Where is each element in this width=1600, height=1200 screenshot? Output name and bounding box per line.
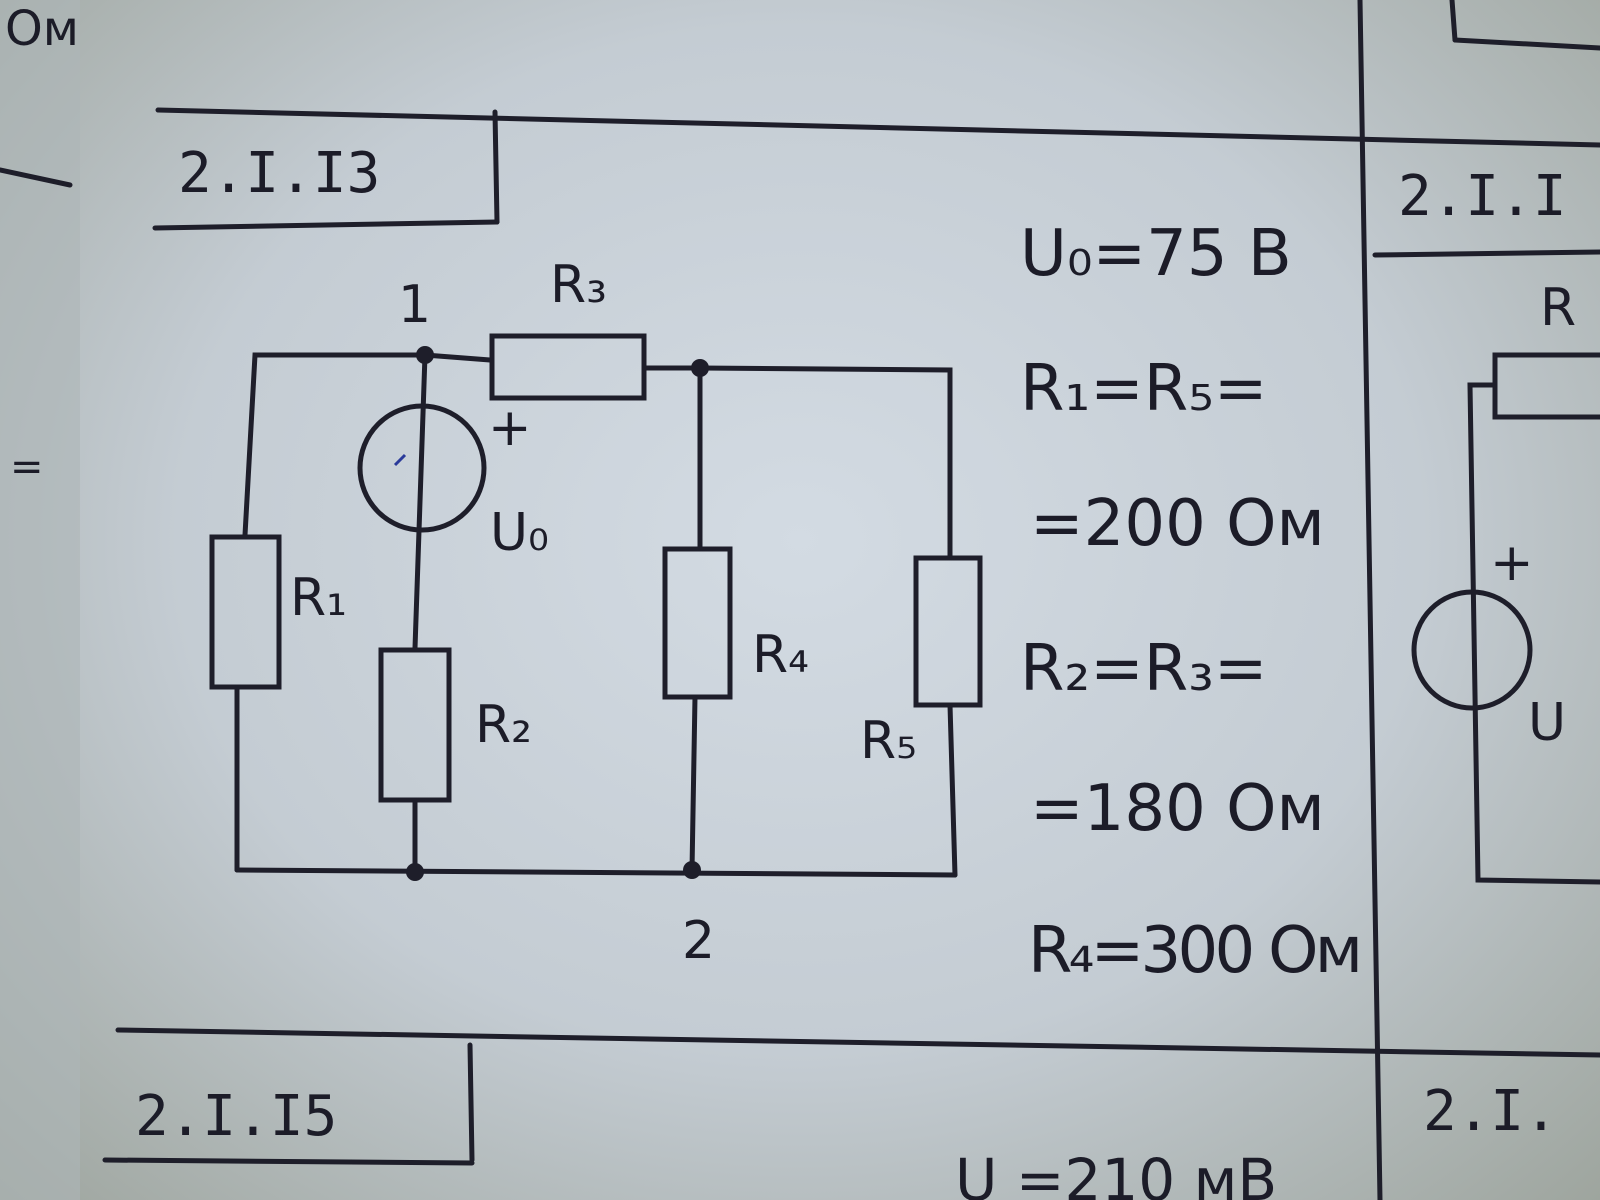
source-plus-label: + (488, 398, 532, 458)
r5-label: R₅ (860, 711, 917, 771)
resistor-r3 (489, 333, 647, 401)
given-line: R₂=R₃= (1020, 632, 1268, 706)
problem-id: 2.I.I3 (178, 141, 380, 206)
resistor-r5 (913, 555, 983, 708)
node-dot (406, 863, 424, 881)
given-line: R₁=R₅= (1020, 352, 1268, 426)
given-line: R₄=300 Ом (1028, 914, 1363, 988)
resistor-r2 (378, 647, 452, 803)
r2-label: R₂ (475, 695, 532, 755)
source-label: U₀ (490, 503, 549, 563)
neighbor-plus-label: + (1490, 533, 1534, 593)
resistor-r4 (662, 546, 733, 700)
node-dot (683, 861, 701, 879)
left-margin-mark: = (10, 444, 44, 490)
node-1-label: 1 (398, 275, 431, 335)
left-margin-line (0, 167, 73, 188)
pen-mark (393, 453, 407, 467)
next-problem-id: 2.I.I5 (135, 1084, 337, 1149)
r3-label: R₃ (550, 255, 607, 315)
given-line: =200 Ом (1030, 487, 1325, 561)
neighbor-u-label: U (1528, 693, 1566, 753)
given-line: U₀=75 В (1020, 217, 1292, 291)
problem-frame (102, 0, 1600, 1200)
neighbor-circuit (1411, 352, 1600, 885)
r4-label: R₄ (752, 625, 809, 685)
bottom-right-problem-id: 2.I. (1423, 1079, 1558, 1144)
neighbor-r-label: R (1540, 278, 1576, 338)
voltage-source-icon (357, 403, 487, 533)
node-2-label: 2 (682, 911, 715, 971)
next-problem-given: U =210 мВ (955, 1146, 1277, 1200)
node-dot (416, 346, 434, 364)
wires (234, 352, 958, 878)
right-problem-id: 2.I.I (1398, 164, 1567, 229)
left-margin-text: Ом (5, 1, 79, 57)
page-fold (0, 0, 80, 1200)
resistor-r1 (209, 534, 282, 690)
node-dot (691, 359, 709, 377)
r1-label: R₁ (290, 568, 347, 628)
given-values: U₀=75 В R₁=R₅= =200 Ом R₂=R₃= =180 Ом R₄… (1020, 217, 1363, 988)
given-line: =180 Ом (1030, 772, 1325, 846)
